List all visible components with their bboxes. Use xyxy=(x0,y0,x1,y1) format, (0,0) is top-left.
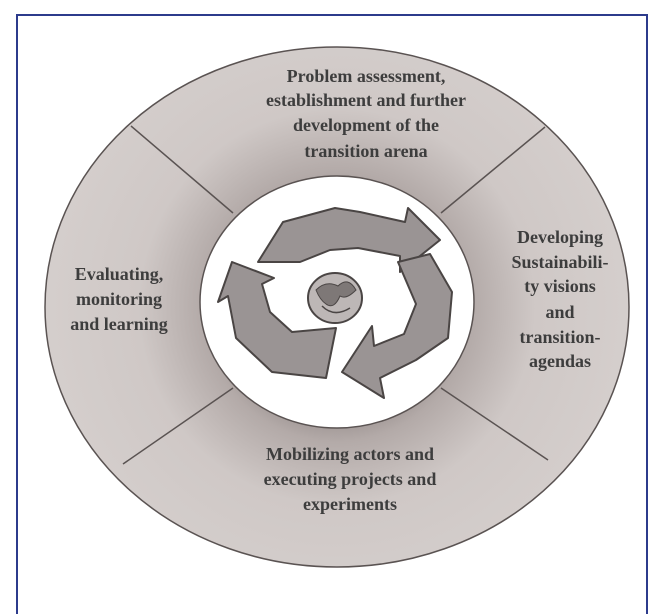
right-line-1: Developing xyxy=(517,227,603,247)
top-line-2: establishment and further xyxy=(266,90,466,110)
bottom-line-2: executing projects and xyxy=(264,469,437,489)
transition-cycle-diagram: Problem assessment, establishment and fu… xyxy=(44,46,630,568)
recycle-arrow-right xyxy=(341,253,453,399)
segment-top-label: Problem assessment, establishment and fu… xyxy=(266,66,466,161)
bottom-line-3: experiments xyxy=(303,494,397,514)
segment-dividers xyxy=(122,125,549,465)
segment-bottom-label: Mobilizing actors and executing projects… xyxy=(264,444,437,514)
left-line-2: monitoring xyxy=(76,289,162,309)
divider-bottom-right xyxy=(440,387,549,461)
recycle-icon xyxy=(217,207,453,399)
right-line-2: Sustainabili- xyxy=(511,252,608,272)
top-line-3: development of the xyxy=(293,115,439,135)
right-line-5: transition- xyxy=(520,327,601,347)
recycle-arrow-top xyxy=(257,207,441,273)
divider-top-right xyxy=(440,126,546,214)
top-line-4: transition arena xyxy=(304,141,427,161)
segment-left-label: Evaluating, monitoring and learning xyxy=(70,264,168,334)
bottom-line-1: Mobilizing actors and xyxy=(266,444,434,464)
divider-top-left xyxy=(130,125,234,214)
right-line-3: ty visions xyxy=(524,276,596,296)
recycle-arrow-left xyxy=(217,261,337,379)
divider-bottom-left xyxy=(122,387,234,465)
left-line-1: Evaluating, xyxy=(75,264,164,284)
left-line-3: and learning xyxy=(70,314,168,334)
right-line-4: and xyxy=(545,302,574,322)
right-line-6: agendas xyxy=(529,351,591,371)
segment-right-label: Developing Sustainabili- ty visions and … xyxy=(511,227,608,371)
globe-icon xyxy=(307,272,363,324)
top-line-1: Problem assessment, xyxy=(287,66,446,86)
